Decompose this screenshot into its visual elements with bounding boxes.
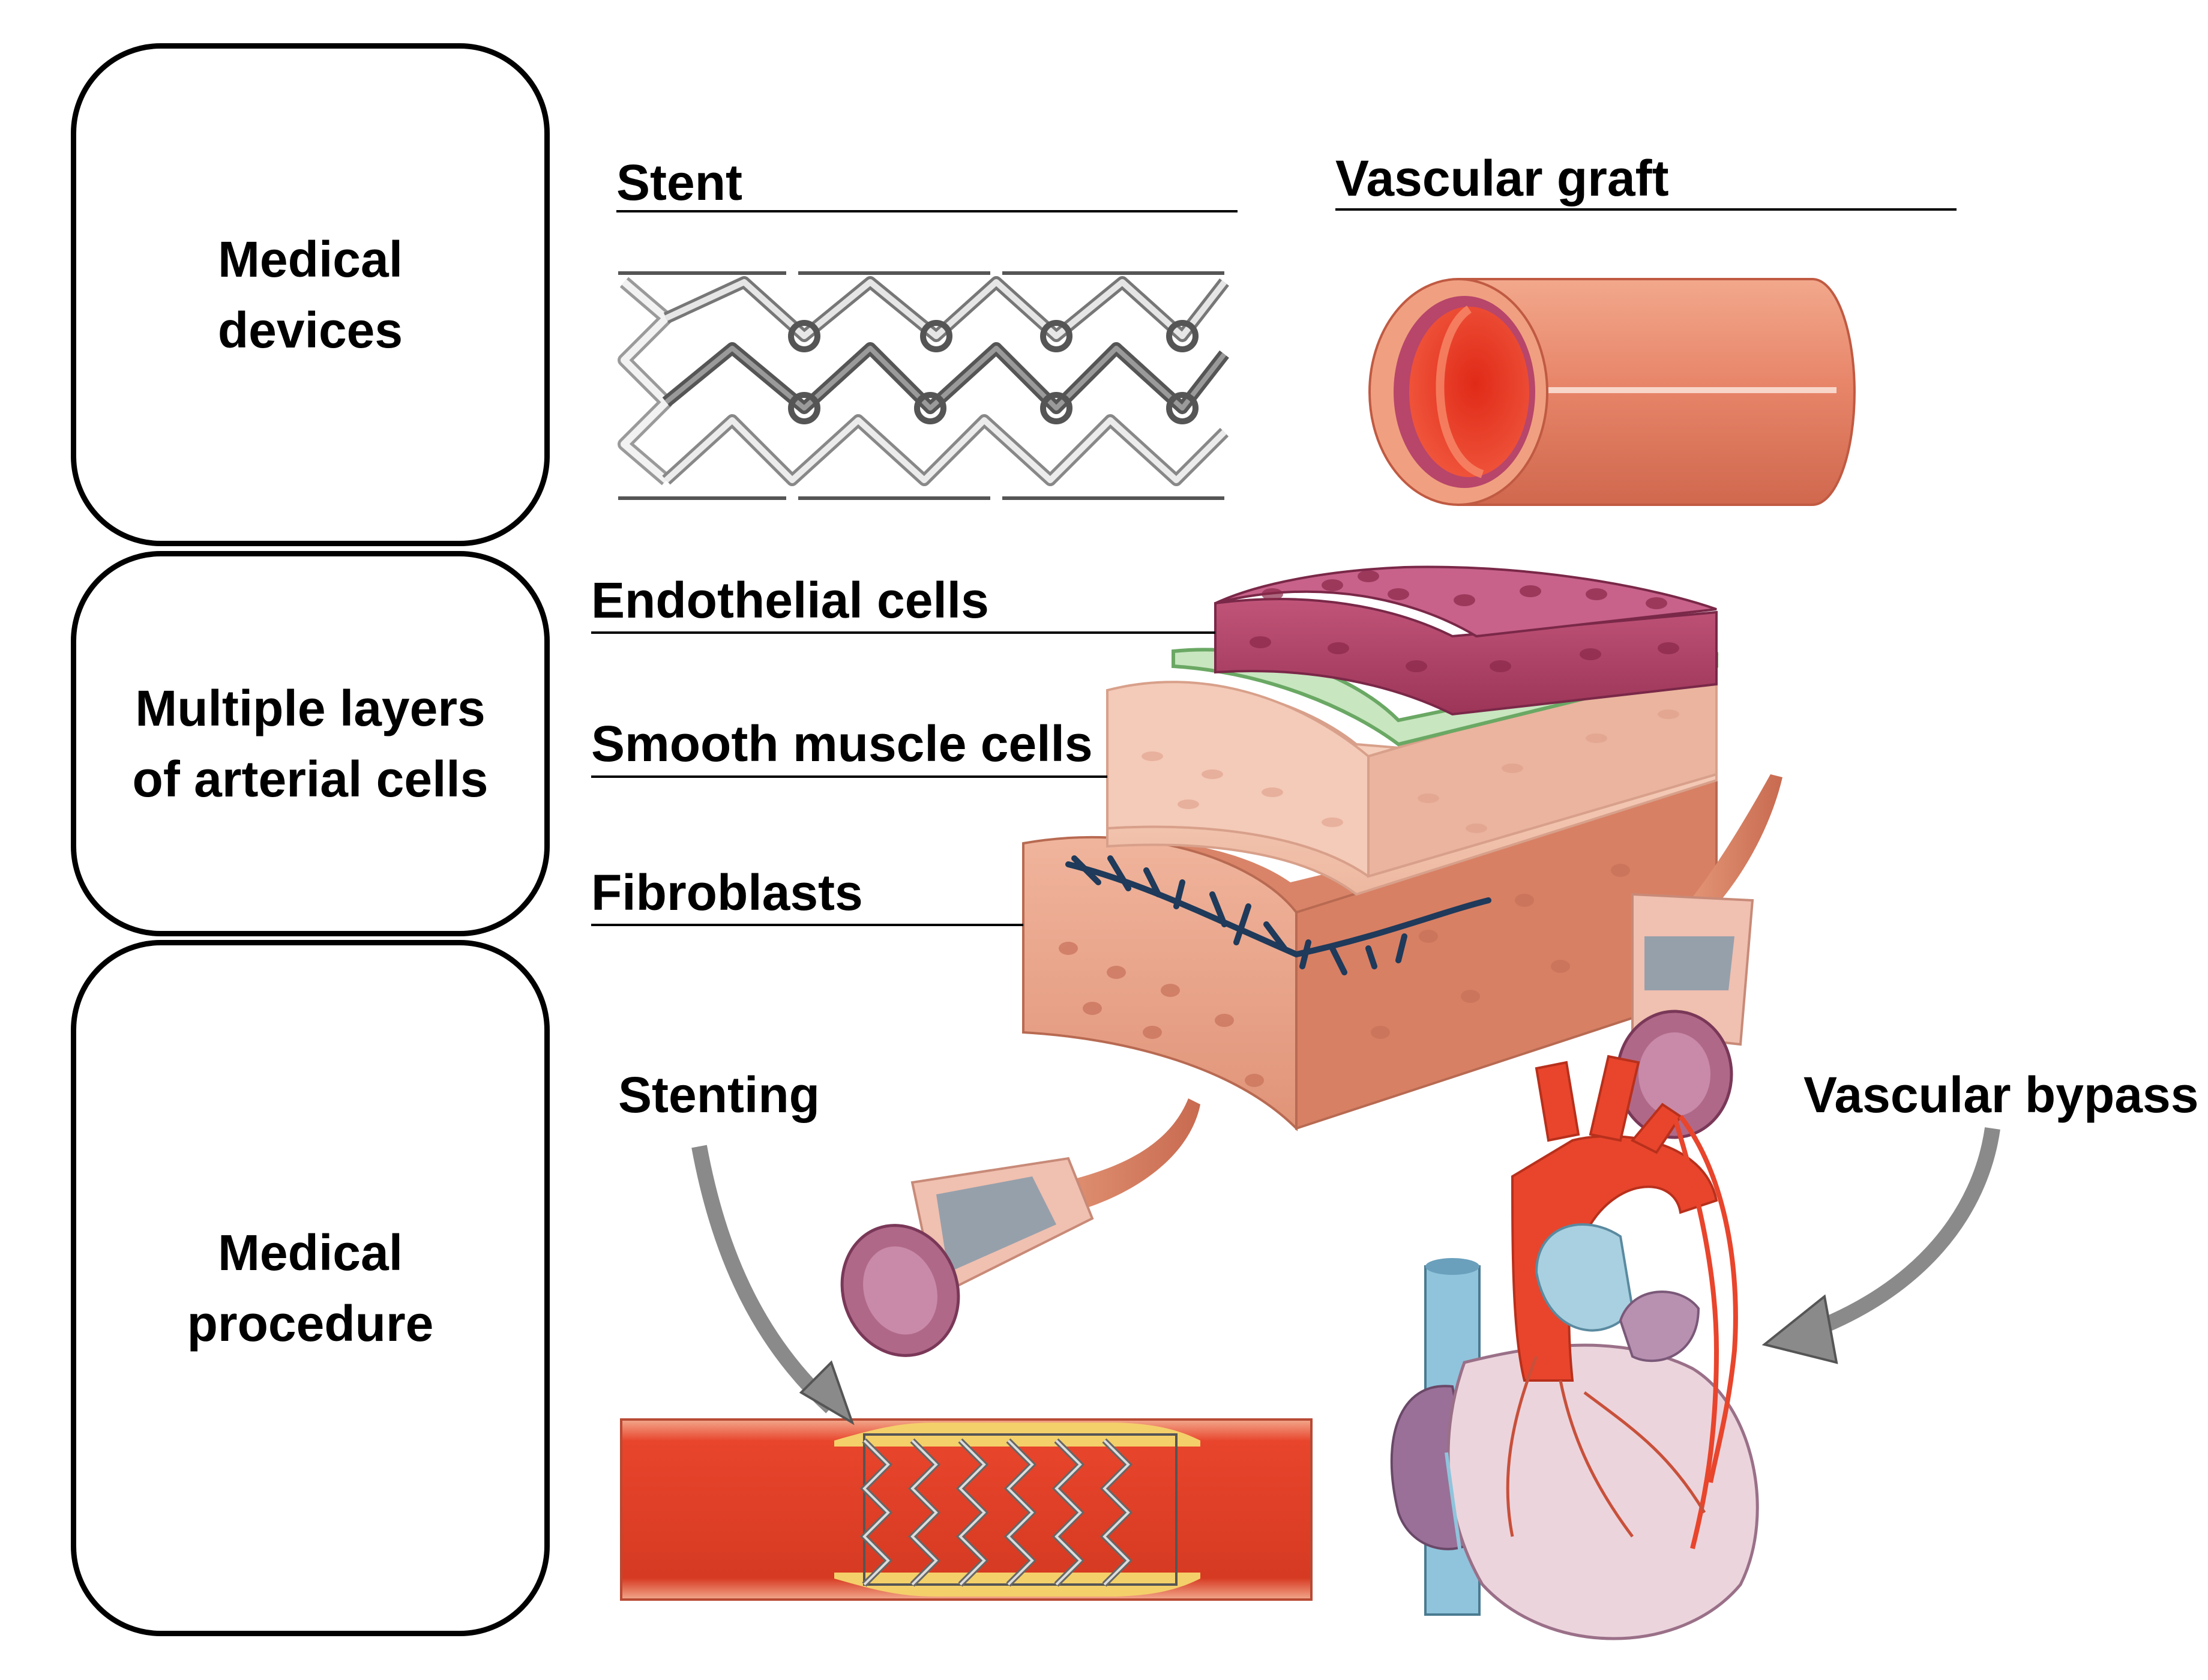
category-label-medical-procedure: Medical procedure [187, 1224, 434, 1352]
category-label-arterial-layers: Multiple layers of arterial cells [132, 680, 489, 807]
stenting-arrow [691, 1145, 837, 1414]
smooth-muscle-rule [591, 775, 1107, 778]
stent-rule [616, 210, 1238, 212]
arterial-layers-icon [840, 565, 1782, 1357]
stenting-arrowhead [799, 1360, 855, 1426]
bypass-label: Vascular bypass [1803, 1067, 2199, 1123]
bypass-arrowhead [1761, 1294, 1838, 1364]
endothelial-label: Endothelial cells [591, 572, 989, 628]
category-box-medical-devices: Medical devices [71, 43, 550, 546]
stenting-label: Stenting [618, 1067, 820, 1123]
graft-rule [1335, 208, 1957, 211]
smooth-muscle-label: Smooth muscle cells [591, 715, 1093, 772]
vascular-graft-icon [1368, 278, 1856, 506]
smooth-muscle-layer [1106, 652, 1719, 896]
category-label-medical-devices: Medical devices [217, 231, 403, 358]
endothelial-layer [1214, 565, 1718, 716]
stented-artery-icon [620, 1418, 1313, 1601]
bypass-arrow [1803, 1127, 2000, 1340]
stent-label: Stent [616, 154, 742, 211]
artery-cross-section-icon [840, 1157, 1094, 1357]
stent-icon [618, 271, 1229, 500]
category-box-medical-procedure: Medical procedure [71, 940, 550, 1636]
artery-cross-section-icon [1616, 893, 1754, 1139]
fibroblasts-rule [591, 924, 1023, 926]
category-box-arterial-layers: Multiple layers of arterial cells [71, 551, 550, 936]
graft-label: Vascular graft [1335, 150, 1669, 206]
heart-icon [1390, 1055, 1759, 1640]
fibroblasts-label: Fibroblasts [591, 864, 863, 921]
endothelial-rule [591, 631, 1215, 634]
